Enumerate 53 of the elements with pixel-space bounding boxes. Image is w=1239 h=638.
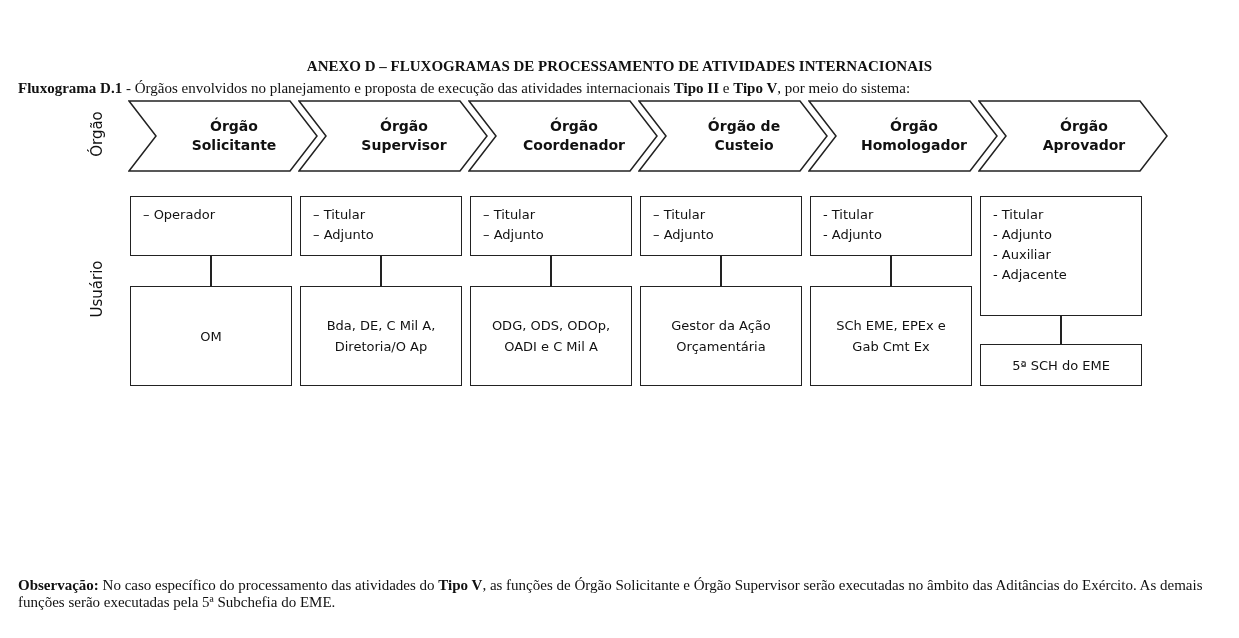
user-box <box>300 196 462 256</box>
unit-text: ODG, ODS, ODOp, OADI e C Mil A <box>490 317 612 356</box>
user-box <box>810 196 972 256</box>
unit-text: OM <box>200 327 222 346</box>
role-text: - Adjunto <box>823 226 883 244</box>
chevron-box <box>808 100 998 172</box>
stage-label: Órgão Solicitante <box>190 117 278 155</box>
unit-box <box>130 286 292 386</box>
unit-box <box>300 286 462 386</box>
role-text: – Titular <box>313 206 367 224</box>
row-label: Usuário <box>88 259 106 320</box>
unit-text: Bda, DE, C Mil A, Diretoria/O Ap <box>325 317 437 356</box>
unit-text: Gestor da Ação Orçamentária <box>670 317 772 356</box>
connector-line <box>380 255 382 287</box>
role-text: – Adjunto <box>313 226 375 244</box>
user-box <box>980 196 1142 316</box>
role-text: – Operador <box>143 206 216 224</box>
stage-label: Órgão Homologador <box>860 117 968 155</box>
chevron-box <box>298 100 488 172</box>
chevron-box <box>638 100 828 172</box>
unit-text: 5ª SCH do EME <box>1012 356 1110 375</box>
connector-line <box>720 255 722 287</box>
title: ANEXO D – FLUXOGRAMAS DE PROCESSAMENTO DE ATIVIDADES INTERNACIONAIS <box>305 58 934 75</box>
role-text: - Auxiliar <box>993 246 1052 264</box>
stage-label: Órgão Coordenador <box>522 117 626 155</box>
role-text: - Titular <box>823 206 875 224</box>
role-text: - Adjacente <box>993 266 1068 284</box>
stage-label: Órgão de Custeio <box>706 117 782 155</box>
connector-line <box>210 255 212 287</box>
chevron-box <box>468 100 658 172</box>
unit-box <box>470 286 632 386</box>
role-text: – Titular <box>483 206 537 224</box>
connector-line <box>1060 315 1062 345</box>
connector-line <box>890 255 892 287</box>
role-text: – Titular <box>653 206 707 224</box>
unit-box <box>980 344 1142 386</box>
role-text: – Adjunto <box>483 226 545 244</box>
chevron-box <box>128 100 318 172</box>
caption: Observação: No caso específico do processamento das atividades do Tipo V, as funções de Órgão Solicitante e Órgão Supervisor serão executadas no âmbito das Aditâncias do Exército. As demais funções serão executadas pela 5ª Subchefia do EME. <box>18 577 1204 611</box>
unit-box <box>640 286 802 386</box>
user-box <box>640 196 802 256</box>
subtitle: Fluxograma D.1 - Órgãos envolvidos no planejamento e proposta de execução das atividades internacionais Tipo II e Tipo V, por meio do sistema: <box>18 80 912 97</box>
role-text: - Adjunto <box>993 226 1053 244</box>
user-box <box>130 196 292 256</box>
unit-box <box>810 286 972 386</box>
role-text: – Adjunto <box>653 226 715 244</box>
user-box <box>470 196 632 256</box>
connector-line <box>550 255 552 287</box>
chevron-box <box>978 100 1168 172</box>
role-text: - Titular <box>993 206 1045 224</box>
unit-text: SCh EME, EPEx e Gab Cmt Ex <box>835 317 947 356</box>
stage-label: Órgão Supervisor <box>360 117 448 155</box>
stage-label: Órgão Aprovador <box>1041 117 1127 155</box>
